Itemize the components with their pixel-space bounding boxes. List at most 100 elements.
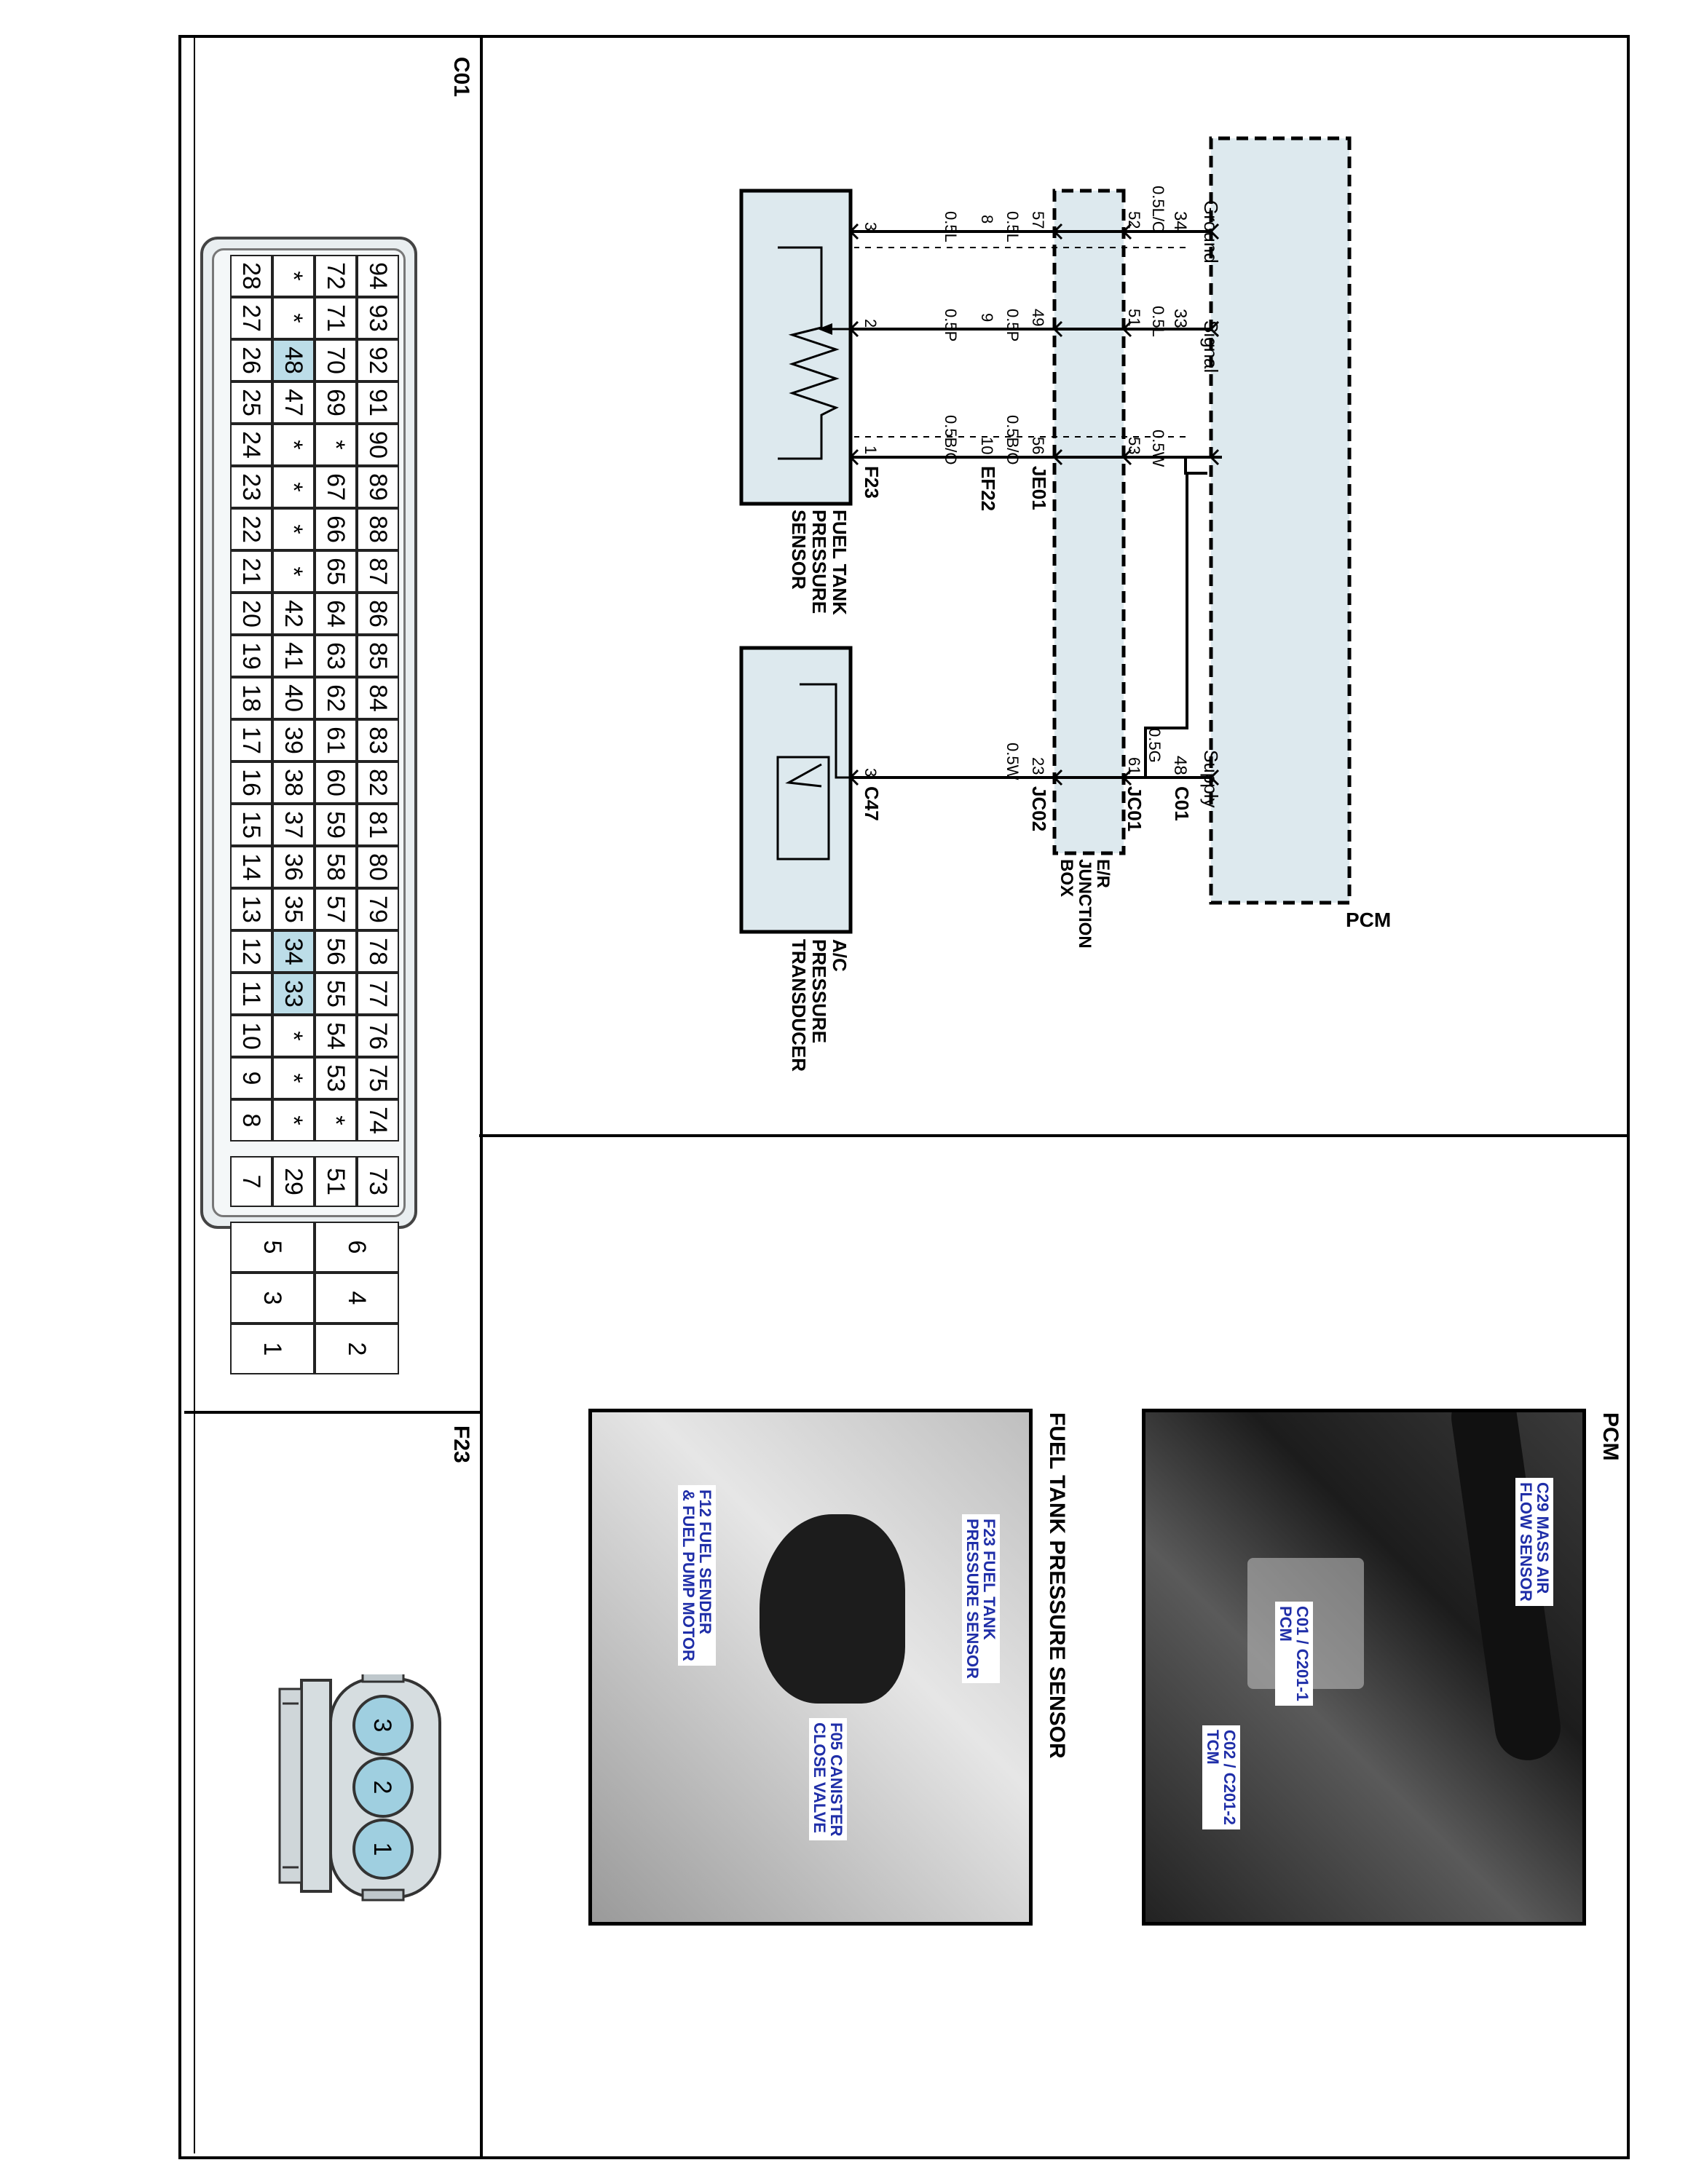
c01-pin: 39 bbox=[272, 719, 315, 761]
c01-pin: 82 bbox=[357, 761, 399, 804]
ef22-label: EF22 bbox=[977, 466, 999, 512]
fuel-tank-pressure-sensor-box bbox=[739, 189, 853, 506]
pcm-pin-34: 34 bbox=[1170, 211, 1190, 231]
fuel-photo-dark bbox=[760, 1514, 905, 1704]
c01-pin: * bbox=[272, 466, 315, 508]
c01-pin: 65 bbox=[315, 550, 357, 593]
c01-pin: 12 bbox=[230, 930, 272, 973]
jb-pin-51: 51 bbox=[1125, 309, 1143, 327]
pcm-connector-c01: C01 bbox=[1171, 786, 1193, 821]
pcm-box bbox=[1209, 136, 1352, 905]
c01-pin: 59 bbox=[315, 804, 357, 846]
connector-chevron bbox=[1121, 769, 1132, 786]
c01-pin: 91 bbox=[357, 381, 399, 424]
pcm-callout-c01-line1: C01 / C201-1 bbox=[1293, 1606, 1312, 1701]
c01-pin: 94 bbox=[357, 255, 399, 297]
pcm-callout-maf-line1: C29 MASS AIR bbox=[1534, 1482, 1552, 1594]
connector-chevron bbox=[1209, 320, 1220, 338]
c01-pin: 11 bbox=[230, 973, 272, 1015]
c01-pin: 8 bbox=[230, 1099, 272, 1142]
transducer-label-1: A/C bbox=[829, 939, 851, 972]
c01-pin: 79 bbox=[357, 888, 399, 930]
f23-connector-label: F23 bbox=[449, 1425, 473, 1463]
connector-chevron bbox=[1209, 769, 1220, 786]
c01-pin: 34 bbox=[272, 930, 315, 973]
je01-pin-49: 49 bbox=[1029, 309, 1047, 327]
ef22-pin-9: 9 bbox=[978, 313, 996, 323]
c01-pin: 53 bbox=[315, 1057, 357, 1099]
c01-power-pin: 5 bbox=[230, 1222, 315, 1273]
c01-pin: 75 bbox=[357, 1057, 399, 1099]
c01-pin: 37 bbox=[272, 804, 315, 846]
c01-pin: * bbox=[272, 550, 315, 593]
ef22-pin-8: 8 bbox=[978, 215, 996, 224]
f23-label-sch: F23 bbox=[861, 466, 883, 499]
c01-pin: 63 bbox=[315, 635, 357, 677]
connector-chevron bbox=[1209, 448, 1220, 466]
c01-side-pin: 73 bbox=[357, 1156, 399, 1207]
fuel-callout-f05-line1: F05 CANISTER bbox=[827, 1722, 845, 1837]
jb-pin-53: 53 bbox=[1125, 437, 1143, 455]
connector-chevron bbox=[1121, 320, 1132, 338]
jb-pin-61: 61 bbox=[1125, 757, 1143, 775]
wiring-schematic: PCM bbox=[739, 136, 1352, 934]
c01-pin: 21 bbox=[230, 550, 272, 593]
fuel-photo-title: FUEL TANK PRESSURE SENSOR bbox=[1045, 1412, 1069, 1759]
jc02-pin-23: 23 bbox=[1029, 757, 1047, 775]
c01-pin: * bbox=[272, 255, 315, 297]
c01-pin: 27 bbox=[230, 297, 272, 339]
pcm-label: PCM bbox=[1346, 909, 1392, 931]
c01-pin: 86 bbox=[357, 593, 399, 635]
pcm-ground-label: Ground bbox=[1200, 200, 1222, 264]
c01-pin: 81 bbox=[357, 804, 399, 846]
c01-pin: 84 bbox=[357, 677, 399, 719]
c01-pin: 58 bbox=[315, 846, 357, 888]
wire-0-5l-o: 0.5L/O bbox=[1149, 186, 1167, 234]
junction-box-label-2: JUNCTION bbox=[1075, 859, 1095, 949]
fuel-callout-f12: F12 FUEL SENDER& FUEL PUMP MOTOR bbox=[677, 1485, 716, 1666]
c01-pin: 72 bbox=[315, 255, 357, 297]
c01-pin: * bbox=[272, 1099, 315, 1142]
f23-wire-0-5l: 0.5L bbox=[942, 211, 960, 242]
c01-pin: 38 bbox=[272, 761, 315, 804]
je01-pin-57: 57 bbox=[1029, 211, 1047, 229]
c47-wire-0-5w: 0.5W bbox=[1003, 743, 1022, 780]
transducer-label-3: TRANSDUCER bbox=[788, 939, 810, 1072]
wire-0-5w-top: 0.5W bbox=[1149, 430, 1167, 467]
f23-connector: 3 2 1 bbox=[268, 1670, 465, 1915]
c01-pin: 26 bbox=[230, 339, 272, 381]
c01-pin: 28 bbox=[230, 255, 272, 297]
c01-pin: 35 bbox=[272, 888, 315, 930]
c01-pin: * bbox=[272, 508, 315, 550]
connector-chevron bbox=[1052, 769, 1063, 786]
c01-pin: 41 bbox=[272, 635, 315, 677]
c01-pin: 80 bbox=[357, 846, 399, 888]
c01-pin: 42 bbox=[272, 593, 315, 635]
c01-pin: * bbox=[315, 424, 357, 466]
c01-pin: 92 bbox=[357, 339, 399, 381]
c01-pin: 57 bbox=[315, 888, 357, 930]
c01-pin: 18 bbox=[230, 677, 272, 719]
c01-pin: 15 bbox=[230, 804, 272, 846]
c47-label: C47 bbox=[861, 786, 883, 821]
c01-pin: * bbox=[272, 297, 315, 339]
c01-side-pin: 51 bbox=[315, 1156, 357, 1207]
c01-pin: 54 bbox=[315, 1015, 357, 1057]
je01-label: JE01 bbox=[1028, 466, 1050, 510]
connector-chevron bbox=[1209, 223, 1220, 240]
ef22-wire-0-5p: 0.5P bbox=[1003, 309, 1022, 342]
c01-pin: 85 bbox=[357, 635, 399, 677]
c01-pin: 66 bbox=[315, 508, 357, 550]
junction-box bbox=[1052, 189, 1126, 855]
transducer-label-2: PRESSURE bbox=[808, 939, 830, 1044]
divider-top bbox=[184, 1411, 483, 1414]
c01-pin: * bbox=[272, 1057, 315, 1099]
fuel-callout-f05-line2: CLOSE VALVE bbox=[810, 1722, 829, 1833]
f23-pin-1-sch: 1 bbox=[861, 446, 880, 455]
sensor-label-1: FUEL TANK bbox=[829, 510, 851, 615]
